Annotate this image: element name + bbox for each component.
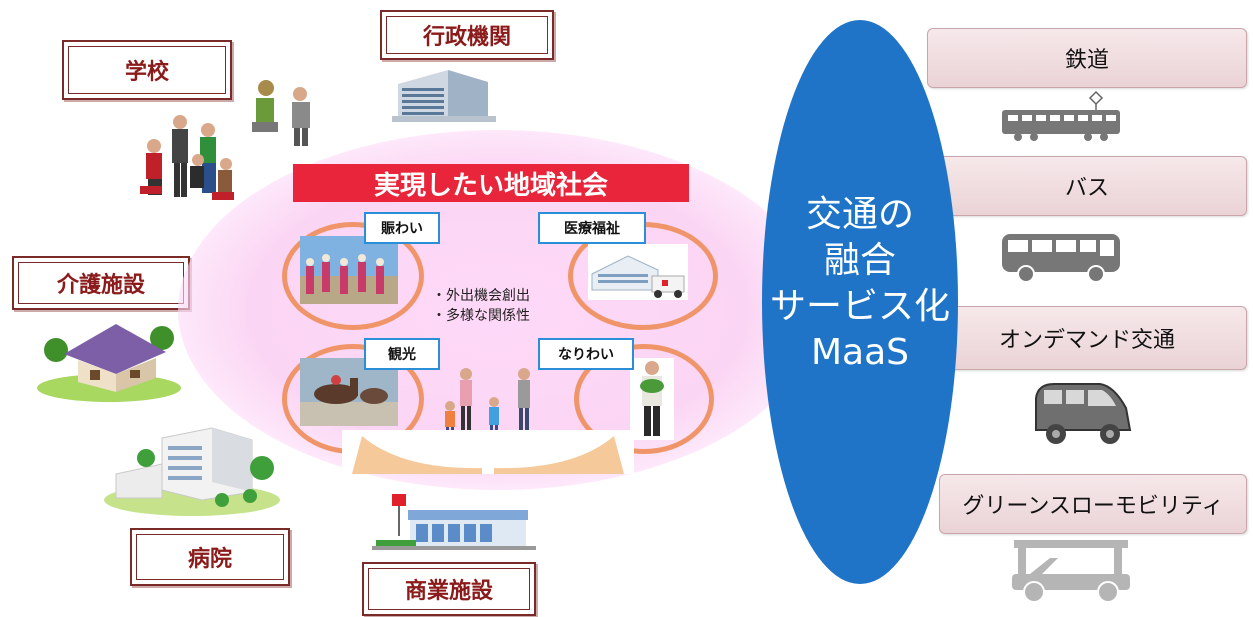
label-shogyo-frame: 商業施設 [362, 562, 536, 616]
tag-iryo: 医療福祉 [538, 212, 646, 244]
farmers-illustration [246, 76, 326, 148]
maas-line-3: サービス化 [769, 286, 950, 327]
nursing-home-illustration [37, 324, 181, 402]
school-people-illustration [128, 108, 240, 212]
festival-photo [300, 236, 398, 304]
golf-cart-icon [1012, 540, 1130, 603]
transport-box-bus: バス [927, 156, 1247, 216]
tag-kanko: 観光 [364, 338, 440, 370]
nigiwai-ring [282, 222, 424, 330]
label-gakko: 学校 [68, 46, 226, 94]
note-list: ・外出機会創出 ・多様な関係性 [432, 286, 530, 326]
nariwai-ring [574, 344, 714, 454]
government-building-illustration [392, 70, 496, 122]
horse-race-photo [300, 358, 398, 426]
store-illustration [372, 494, 536, 550]
label-byoin: 病院 [136, 534, 284, 580]
note-item-kankei: ・多様な関係性 [432, 308, 530, 324]
label-kaigo-frame: 介護施設 [12, 256, 190, 310]
community-banner: 実現したい地域社会 [293, 164, 689, 202]
bus-icon [1002, 234, 1120, 283]
maas-line-1: 交通の [805, 194, 914, 235]
hospital-ambulance-photo [588, 244, 688, 300]
label-shogyo: 商業施設 [368, 568, 530, 610]
transport-box-ondemand: オンデマンド交通 [927, 306, 1247, 370]
label-byoin-frame: 病院 [130, 528, 290, 586]
transport-box-gsm: グリーンスローモビリティ [939, 474, 1247, 534]
hands-illustration [342, 430, 634, 474]
maas-text: 交通の 融合 サービス化 MaaS [762, 192, 958, 376]
farmer-photo [630, 358, 674, 440]
label-gyosei: 行政機関 [386, 16, 548, 54]
label-gakko-frame: 学校 [62, 40, 232, 100]
van-icon [1035, 383, 1132, 444]
train-icon [1002, 90, 1120, 141]
hospital-illustration [104, 427, 280, 516]
label-gyosei-frame: 行政機関 [380, 10, 554, 60]
maas-ellipse [762, 20, 958, 584]
maas-line-4: MaaS [810, 332, 910, 373]
maas-line-2: 融合 [823, 240, 896, 281]
tag-nariwai: なりわい [538, 338, 634, 370]
transport-box-railway: 鉄道 [927, 28, 1247, 88]
note-item-gaishutsu: ・外出機会創出 [432, 288, 530, 304]
tag-nigiwai: 賑わい [364, 212, 440, 244]
label-kaigo: 介護施設 [18, 262, 184, 304]
